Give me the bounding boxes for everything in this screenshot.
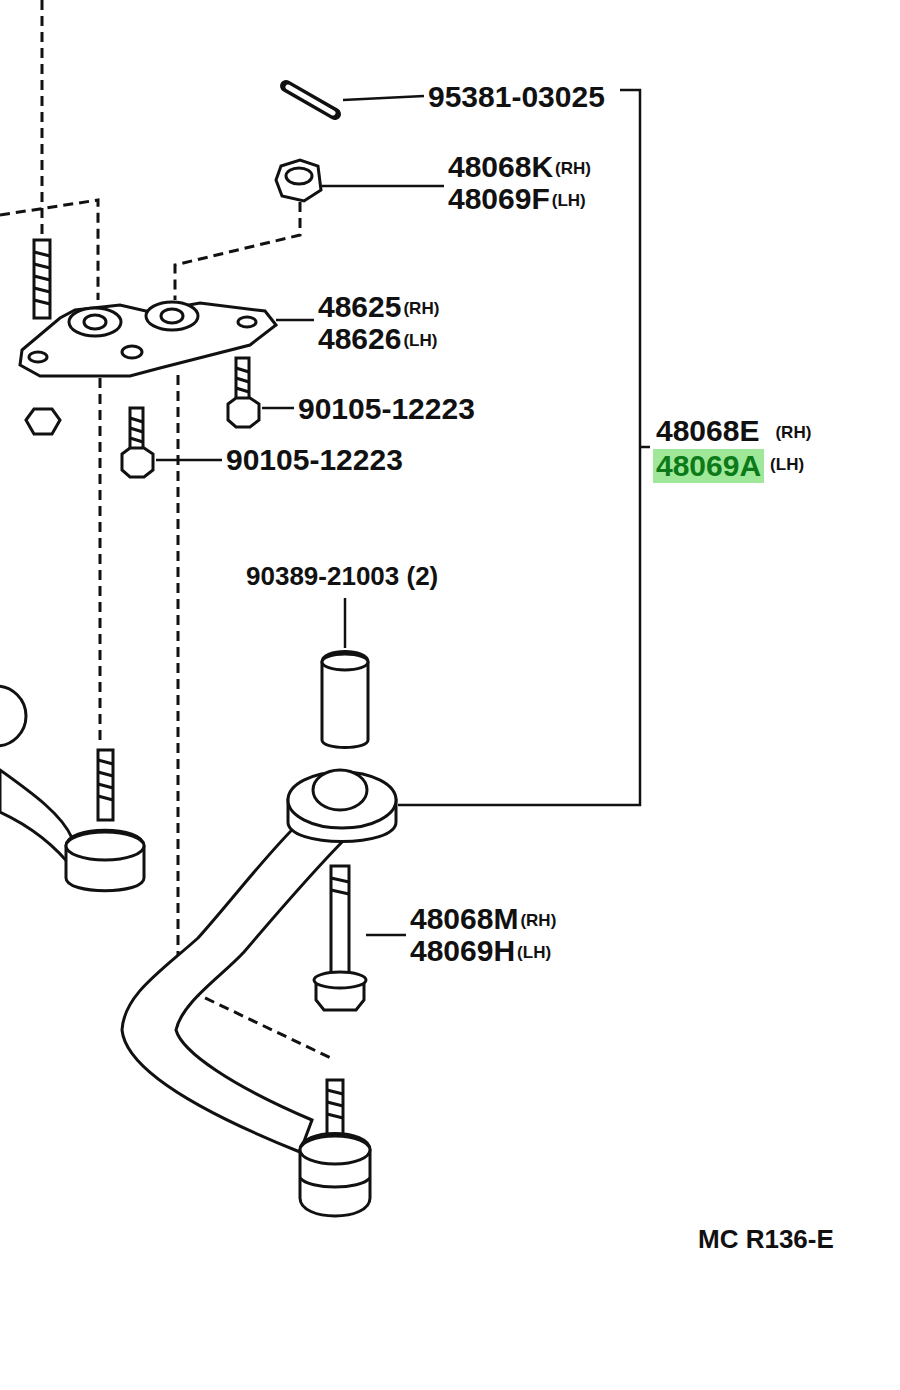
thread [34, 252, 50, 304]
part-number: 48068E [656, 416, 759, 446]
part-number: 48625 [318, 292, 401, 322]
bracket-line [398, 90, 640, 805]
bolt-head [122, 448, 153, 477]
part-number: 90105-12223 [298, 394, 475, 424]
boss [69, 308, 121, 336]
parts [0, 86, 396, 1216]
part-number: 48068K [448, 152, 553, 182]
thread [327, 1090, 343, 1118]
hole [84, 315, 106, 329]
leader-line [344, 598, 347, 648]
cotter-pin [286, 86, 335, 114]
nut [26, 409, 60, 434]
leader-line [343, 96, 424, 100]
hole [29, 352, 47, 362]
ball-joint [300, 1134, 370, 1217]
part-number: 48069H [410, 936, 515, 966]
side-note: (LH) [517, 944, 551, 961]
pin [322, 654, 368, 670]
leader-line [262, 407, 294, 410]
thread [331, 878, 349, 894]
side-note: (RH) [403, 300, 439, 317]
ball-joint [300, 1178, 370, 1187]
part-number: 90389-21003 (2) [246, 563, 438, 589]
thread [236, 368, 249, 392]
hole [161, 309, 183, 323]
control-arm [0, 770, 74, 870]
stud [327, 1080, 343, 1136]
part-number: MC R136-E [698, 1226, 834, 1252]
part-number: 90105-12223 [226, 445, 403, 475]
pin [322, 652, 368, 748]
leader-line [366, 934, 406, 937]
dashed-line [175, 202, 300, 300]
hole [238, 317, 256, 327]
part-number: 48069A [653, 449, 764, 483]
part-number: 48069F [448, 184, 550, 214]
ball-joint [66, 832, 144, 860]
bolt [236, 358, 249, 402]
boss [146, 302, 198, 330]
leader-line [156, 459, 222, 462]
thread [98, 760, 113, 800]
leader-lines [156, 90, 650, 935]
hole [122, 346, 142, 358]
side-note: (RH) [555, 160, 591, 177]
part-number: 95381-03025 [428, 82, 605, 112]
part-number: 48626 [318, 324, 401, 354]
arm-bushing [313, 770, 367, 810]
bolt-head [228, 398, 259, 427]
bushing [0, 686, 26, 746]
cotter-pin [288, 87, 333, 113]
thread [130, 418, 143, 442]
dashed-line [99, 378, 102, 745]
dashed-line [41, 0, 44, 240]
bolt [130, 408, 143, 452]
ball-joint [66, 830, 144, 891]
side-note: (LH) [770, 456, 804, 473]
leader-line [276, 319, 314, 322]
stud [34, 240, 50, 318]
side-note: (RH) [520, 912, 556, 929]
castle-nut [276, 160, 321, 201]
castle-nut [286, 168, 312, 184]
bolt [331, 866, 349, 974]
leader-line [640, 446, 650, 449]
side-note: (LH) [552, 192, 586, 209]
part-number: 48068M [410, 904, 518, 934]
bolt-flange [314, 972, 366, 988]
leader-line [322, 185, 444, 188]
side-note: (RH) [775, 424, 811, 441]
side-note: (LH) [403, 332, 437, 349]
control-arm [122, 822, 348, 1152]
stud [98, 750, 113, 820]
ball-joint [300, 1136, 370, 1164]
